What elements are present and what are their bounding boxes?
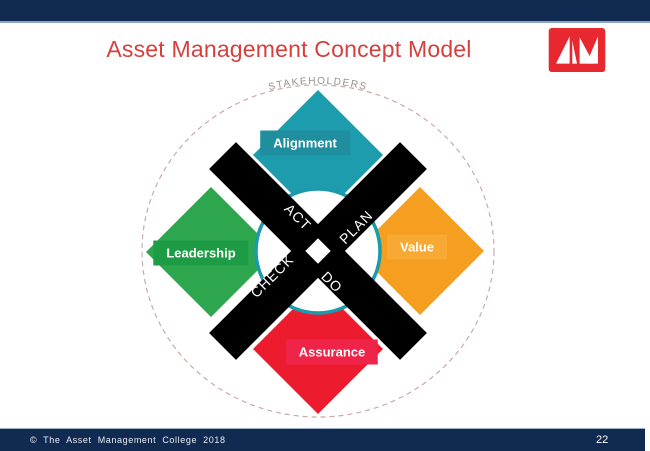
stakeholders-dashed-circle — [141, 84, 495, 418]
value-label: Value — [387, 234, 447, 260]
company-logo — [548, 28, 606, 72]
alignment-label: Alignment — [260, 130, 350, 156]
page-title: Asset Management Concept Model — [106, 36, 472, 62]
page-number: 22 — [596, 434, 609, 446]
center-diamond — [305, 238, 331, 264]
top-accent-bar — [0, 0, 650, 23]
footer-copyright: © The Asset Management College 2018 — [30, 435, 226, 445]
leadership-label: Leadership — [153, 240, 249, 266]
assurance-label: Assurance — [285, 339, 379, 365]
footer-bar: © The Asset Management College 2018 22 — [0, 428, 645, 451]
